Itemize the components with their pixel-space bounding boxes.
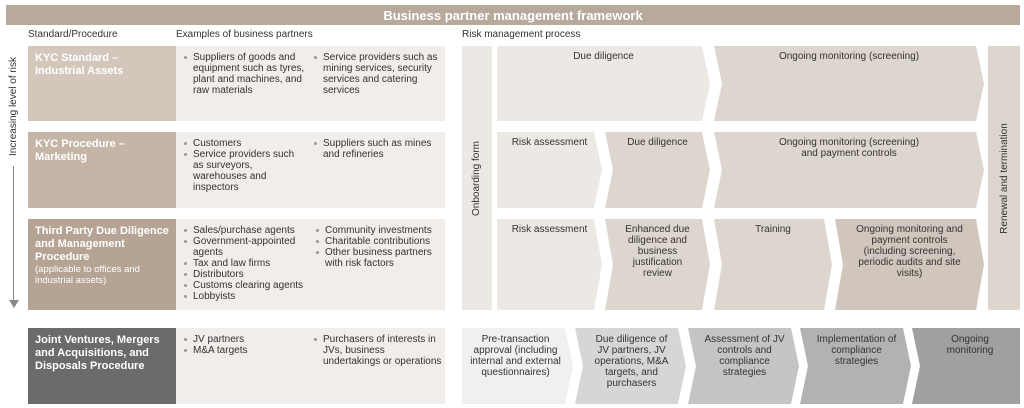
partner-item: Sales/purchase agents (184, 225, 314, 236)
standard-jv-ma: Joint Ventures, Mergers and Acquisitions… (28, 328, 176, 404)
renewal-termination-bar: Renewal and termination (988, 46, 1020, 310)
partner-item: Customs clearing agents (184, 280, 314, 291)
step-training: Training (714, 219, 832, 310)
step-enhanced-due-diligence: Enhanced due diligence and business just… (605, 219, 710, 310)
partners-row-4: JV partners M&A targets Purchasers of in… (176, 328, 445, 404)
jv-step-assessment: Assessment of JV controls and compliance… (688, 328, 799, 404)
partner-item: Lobbyists (184, 291, 314, 302)
partner-item: Government-appointed agents (184, 236, 314, 258)
header-partners: Examples of business partners (176, 29, 313, 40)
partner-item: Charitable contributions (316, 236, 444, 247)
partner-item: M&A targets (184, 345, 306, 356)
partners-row-3: Sales/purchase agents Government-appoint… (176, 219, 445, 310)
step-ongoing-monitoring-r3: Ongoing monitoring and payment controls … (835, 219, 984, 310)
standard-kyc-industrial: KYC Standard – Industrial Assets (28, 46, 176, 121)
partner-item: Purchasers of interests in JVs, business… (314, 334, 442, 367)
jv-step-due-diligence: Due diligence of JV partners, JV operati… (575, 328, 686, 404)
partner-item: Distributors (184, 269, 314, 280)
partners-row-1: Suppliers of goods and equipment such as… (176, 46, 445, 121)
jv-step-ongoing-monitoring: Ongoing monitoring (912, 328, 1020, 404)
partner-item: Service providers such as mining service… (314, 52, 442, 96)
partner-item: Service providers such as surveyors, war… (184, 149, 306, 193)
partner-item: Suppliers of goods and equipment such as… (184, 52, 306, 96)
step-risk-assessment-r2: Risk assessment (497, 132, 602, 208)
partner-item: Community investments (316, 225, 444, 236)
risk-arrow-head-icon (9, 300, 19, 308)
step-due-diligence-r2: Due diligence (605, 132, 710, 208)
header-standard: Standard/Procedure (28, 29, 118, 40)
partner-item: Other business partners with risk factor… (316, 247, 444, 269)
risk-arrow-line (13, 46, 14, 304)
partner-item: JV partners (184, 334, 306, 345)
standard-kyc-marketing: KYC Procedure – Marketing (28, 132, 176, 208)
step-risk-assessment-r3: Risk assessment (497, 219, 602, 310)
standard-third-party: Third Party Due Diligence and Management… (28, 219, 176, 310)
partner-item: Tax and law firms (184, 258, 314, 269)
partner-item: Customers (184, 138, 306, 149)
jv-step-pre-transaction: Pre-transaction approval (including inte… (462, 328, 573, 404)
partners-row-2: Customers Service providers such as surv… (176, 132, 445, 208)
step-due-diligence-r1: Due diligence (497, 46, 710, 121)
jv-step-implementation: Implementation of compliance strategies (800, 328, 911, 404)
step-ongoing-monitoring-r1: Ongoing monitoring (screening) (714, 46, 984, 121)
onboarding-form-bar: Onboarding form (462, 46, 492, 310)
step-ongoing-monitoring-r2: Ongoing monitoring (screening) and payme… (714, 132, 984, 208)
header-process: Risk management process (462, 29, 581, 40)
partner-item: Suppliers such as mines and refineries (314, 138, 442, 160)
framework-title: Business partner management framework (6, 5, 1020, 25)
risk-axis-label: Increasing level of risk (4, 46, 22, 166)
